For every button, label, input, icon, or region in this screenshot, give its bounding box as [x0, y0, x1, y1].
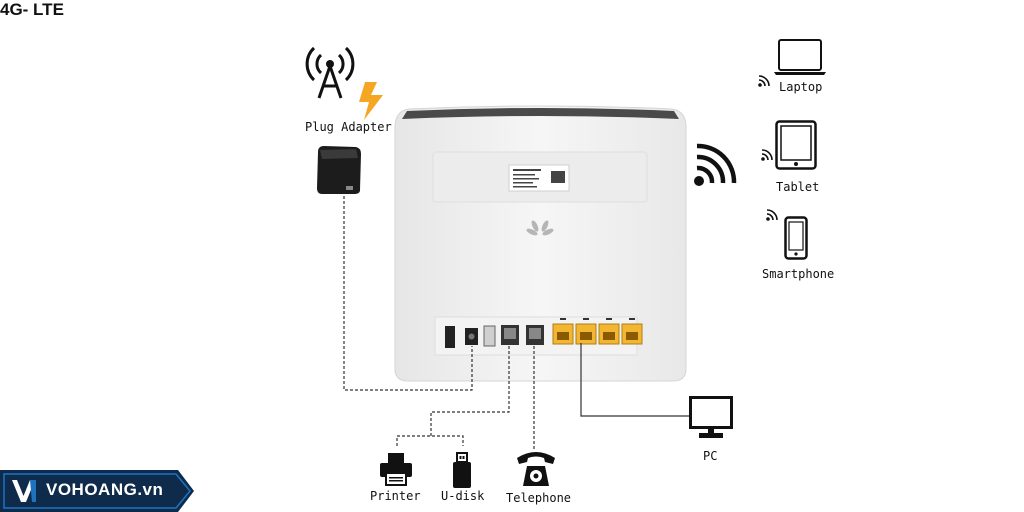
wifi-waves-icon	[694, 143, 737, 186]
power-adapter-icon	[317, 146, 361, 194]
printer-label: Printer	[370, 489, 421, 503]
watermark-banner	[0, 470, 194, 512]
laptop-icon	[774, 39, 826, 75]
laptop-label: Laptop	[779, 80, 823, 94]
pc-label: PC	[703, 449, 718, 463]
smartphone-label: Smartphone	[762, 267, 835, 281]
diagram-title: 4G- LTE	[0, 0, 64, 19]
lightning-icon	[359, 82, 383, 120]
plug-adapter-label: Plug Adapter	[305, 120, 392, 134]
pc-icon	[689, 396, 733, 438]
printer-icon	[380, 453, 412, 486]
tablet-icon	[775, 120, 817, 170]
telephone-label: Telephone	[506, 491, 572, 505]
watermark-text: VOHOANG.vn	[46, 480, 164, 499]
router	[394, 105, 687, 382]
antenna-icon	[305, 46, 355, 99]
wifi-signal-small-icon	[766, 209, 778, 221]
usb-drive-icon	[453, 452, 471, 488]
tablet-label: Tablet	[776, 180, 820, 194]
wifi-signal-small-icon	[761, 149, 773, 161]
smartphone-icon	[784, 216, 808, 260]
telephone-icon	[517, 452, 555, 486]
wifi-signal-small-icon	[758, 75, 770, 87]
udisk-label: U-disk	[441, 489, 485, 503]
